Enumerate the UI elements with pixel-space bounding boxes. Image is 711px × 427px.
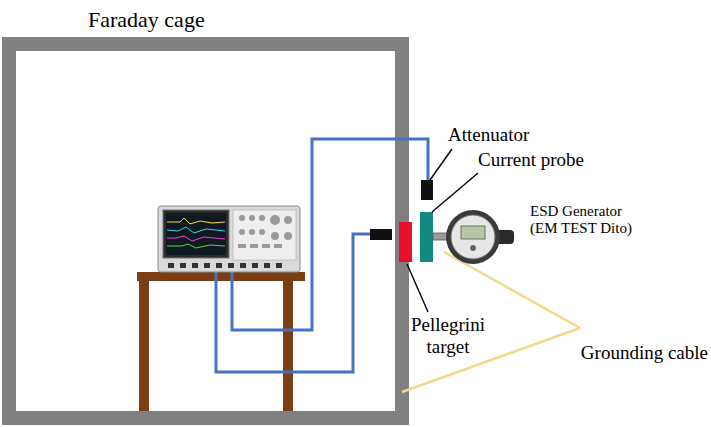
coax-cable bbox=[216, 139, 428, 372]
callout-label: Current probe bbox=[478, 149, 584, 171]
pellegrini-target bbox=[399, 222, 412, 262]
current-probe bbox=[420, 212, 433, 262]
callout-label: Pellegrini target bbox=[406, 314, 490, 358]
callout-label: Attenuator bbox=[448, 124, 529, 146]
grounding-cable bbox=[402, 252, 580, 392]
attenuator bbox=[421, 180, 433, 200]
sma-connector bbox=[370, 229, 392, 240]
esd-generator bbox=[433, 210, 514, 264]
table bbox=[137, 272, 305, 411]
callout-label: ESD Generator (EM TEST Dito) bbox=[530, 203, 648, 238]
leader-line bbox=[407, 149, 478, 312]
callout-label: Grounding cable bbox=[581, 342, 708, 364]
oscilloscope bbox=[158, 206, 300, 272]
cage-title: Faraday cage bbox=[88, 7, 205, 32]
